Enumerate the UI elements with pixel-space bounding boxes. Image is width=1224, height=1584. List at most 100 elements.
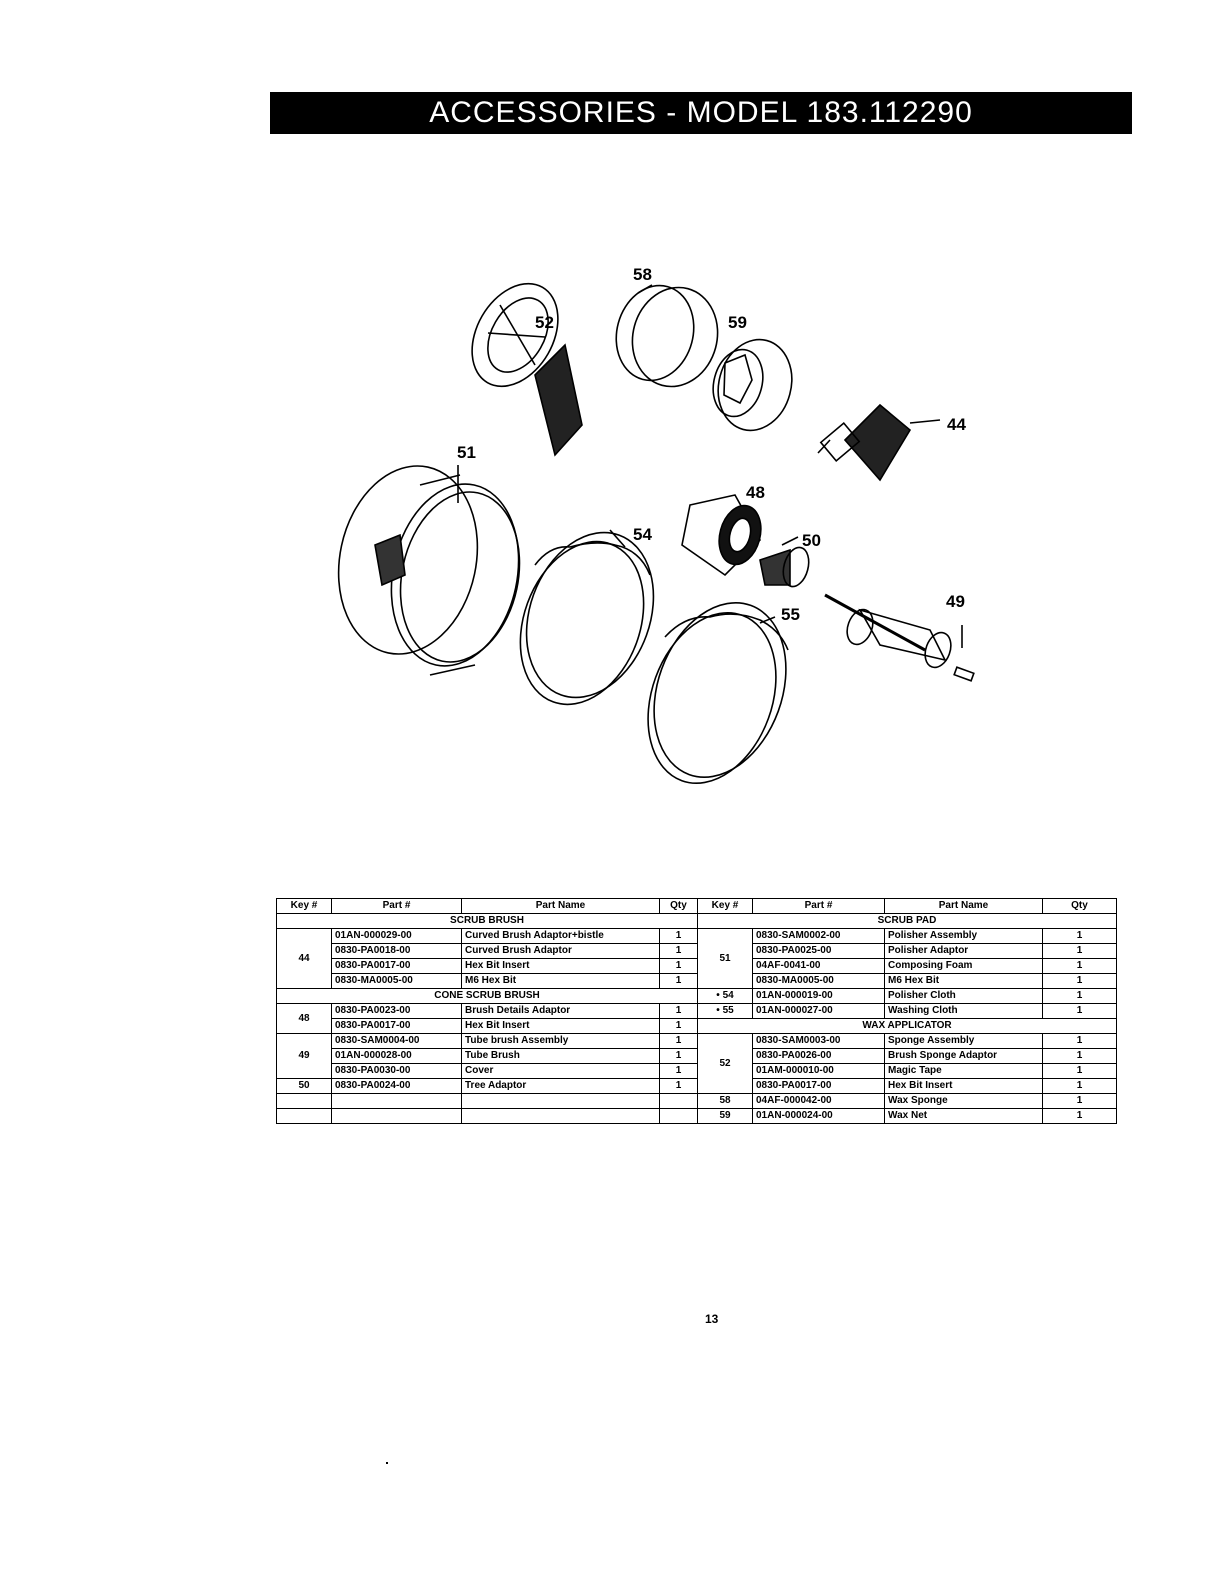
key-cell: 52	[697, 1033, 753, 1094]
table-row: 01AN-000028-00 Tube Brush 1 0830-PA0026-…	[277, 1048, 1117, 1064]
callout-50: 50	[802, 531, 821, 550]
table-row: 48 0830-PA0023-00 Brush Details Adaptor …	[276, 1003, 1117, 1034]
qty-cell: 1	[1042, 1048, 1117, 1064]
callout-59: 59	[728, 313, 747, 332]
brush-details-adaptor-illustration	[681, 494, 762, 577]
header-key: Key #	[697, 898, 753, 914]
callout-52: 52	[535, 313, 554, 332]
part-cell: 0830-PA0026-00	[752, 1048, 885, 1064]
part-cell: 01AN-000024-00	[752, 1108, 885, 1124]
qty-cell: 1	[659, 1018, 698, 1034]
qty-cell: 1	[1042, 928, 1117, 944]
callout-44: 44	[947, 415, 966, 434]
qty-cell: 1	[1042, 1003, 1117, 1019]
table-row: 50 0830-PA0024-00 Tree Adaptor 1 0830-PA…	[276, 1078, 1117, 1094]
stray-mark	[386, 1462, 388, 1464]
part-cell: 0830-MA0005-00	[331, 973, 462, 989]
header-qty: Qty	[1042, 898, 1117, 914]
name-cell: Brush Sponge Adaptor	[884, 1048, 1043, 1064]
key-cell: 49	[276, 1033, 332, 1079]
part-cell: 0830-PA0017-00	[331, 1018, 462, 1034]
part-cell: 0830-PA0017-00	[752, 1078, 885, 1094]
qty-cell: 1	[659, 928, 698, 944]
header-part: Part #	[331, 898, 462, 914]
part-cell: 01AN-000019-00	[752, 988, 885, 1004]
key-cell: 59	[697, 1108, 753, 1124]
qty-cell: 1	[1042, 1063, 1117, 1079]
name-cell: Curved Brush Adaptor+bistle	[461, 928, 660, 944]
table-row: 49 0830-SAM0004-00 Tube brush Assembly 1…	[276, 1033, 1117, 1094]
part-cell	[331, 1108, 462, 1124]
table-row: CONE SCRUB BRUSH • 54 01AN-000019-00 Pol…	[276, 988, 1117, 1004]
name-cell: M6 Hex Bit	[884, 973, 1043, 989]
qty-cell: 1	[659, 1003, 698, 1019]
name-cell: Curved Brush Adaptor	[461, 943, 660, 959]
name-cell: Polisher Cloth	[884, 988, 1043, 1004]
header-qty: Qty	[659, 898, 698, 914]
section-wax-applicator: WAX APPLICATOR	[697, 1018, 1117, 1034]
name-cell: Tube brush Assembly	[461, 1033, 660, 1049]
header-part-name: Part Name	[884, 898, 1043, 914]
key-cell: 58	[697, 1093, 753, 1109]
name-cell: Wax Sponge	[884, 1093, 1043, 1109]
part-cell: 01AN-000028-00	[331, 1048, 462, 1064]
table-row: 0830-PA0018-00 Curved Brush Adaptor 1 08…	[277, 943, 1117, 959]
name-cell	[461, 1108, 660, 1124]
qty-cell	[659, 1108, 698, 1124]
part-cell: 01AN-000027-00	[752, 1003, 885, 1019]
exploded-parts-diagram: 58 52 59 44 51 48 54 50 49 55	[337, 265, 975, 785]
curved-brush-illustration	[817, 403, 941, 482]
sponge-assembly-illustration	[471, 282, 583, 457]
part-cell: 0830-PA0030-00	[331, 1063, 462, 1079]
header-part: Part #	[752, 898, 885, 914]
name-cell: Polisher Adaptor	[884, 943, 1043, 959]
name-cell: Brush Details Adaptor	[461, 1003, 660, 1019]
table-row: 44 01AN-000029-00 Curved Brush Adaptor+b…	[276, 928, 1117, 989]
qty-cell: 1	[659, 1063, 698, 1079]
section-row: SCRUB BRUSH SCRUB PAD	[276, 913, 1117, 929]
key-cell: 50	[276, 1078, 332, 1094]
qty-cell: 1	[1042, 1033, 1117, 1049]
wax-net-illustration	[712, 338, 793, 432]
part-cell: 0830-MA0005-00	[752, 973, 885, 989]
key-cell: • 55	[697, 1003, 753, 1019]
qty-cell: 1	[1042, 973, 1117, 989]
table-row: 59 01AN-000024-00 Wax Net 1	[276, 1108, 1117, 1124]
qty-cell: 1	[659, 958, 698, 974]
name-cell	[461, 1093, 660, 1109]
wax-sponge-illustration	[615, 284, 719, 388]
name-cell: Wax Net	[884, 1108, 1043, 1124]
qty-cell: 1	[1042, 1093, 1117, 1109]
name-cell: Sponge Assembly	[884, 1033, 1043, 1049]
washing-cloth-illustration	[647, 602, 789, 785]
qty-cell	[659, 1093, 698, 1109]
key-cell: • 54	[697, 988, 753, 1004]
name-cell: Washing Cloth	[884, 1003, 1043, 1019]
qty-cell: 1	[659, 1078, 698, 1094]
qty-cell: 1	[1042, 1078, 1117, 1094]
name-cell: Polisher Assembly	[884, 928, 1043, 944]
qty-cell: 1	[659, 1048, 698, 1064]
qty-cell: 1	[1042, 943, 1117, 959]
part-cell	[331, 1093, 462, 1109]
callout-58: 58	[633, 265, 652, 284]
part-cell: 0830-SAM0002-00	[752, 928, 885, 944]
name-cell: Magic Tape	[884, 1063, 1043, 1079]
part-cell: 0830-PA0017-00	[331, 958, 462, 974]
header-key: Key #	[276, 898, 332, 914]
table-row: 0830-MA0005-00 M6 Hex Bit 1 0830-MA0005-…	[277, 973, 1117, 989]
table-header-row: Key # Part # Part Name Qty Key # Part # …	[276, 898, 1117, 914]
name-cell: M6 Hex Bit	[461, 973, 660, 989]
tree-adaptor-illustration	[759, 536, 810, 588]
table-row: 0830-PA0017-00 Hex Bit Insert 1 WAX APPL…	[277, 1018, 1117, 1034]
callout-48: 48	[746, 483, 765, 502]
qty-cell: 1	[659, 1033, 698, 1049]
section-scrub-brush: SCRUB BRUSH	[276, 913, 698, 929]
key-cell: 51	[697, 928, 753, 989]
name-cell: Composing Foam	[884, 958, 1043, 974]
callout-51: 51	[457, 443, 476, 462]
key-cell: 44	[276, 928, 332, 989]
name-cell: Hex Bit Insert	[461, 958, 660, 974]
polisher-cloth-illustration	[519, 529, 655, 706]
part-cell: 0830-PA0023-00	[331, 1003, 462, 1019]
